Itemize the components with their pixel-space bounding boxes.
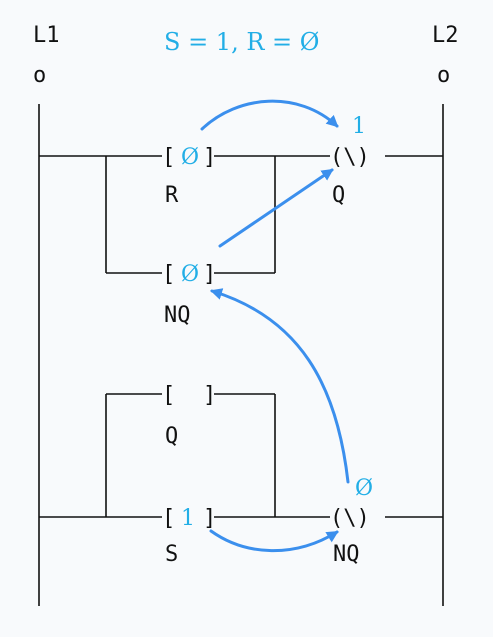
right-rail-label: L2: [432, 23, 459, 48]
right-terminal: o: [437, 63, 450, 88]
diagram-title: S = 1, R = Ø: [164, 28, 319, 56]
arrow-r-to-q: [200, 99, 339, 131]
arrow-nq-coil-to-nq-contact: [210, 288, 350, 484]
left-terminal: o: [33, 63, 46, 88]
contact-q-left-bracket: [: [162, 383, 175, 408]
contact-r-right-bracket: ]: [203, 145, 216, 170]
coil-nq-value: Ø: [355, 476, 373, 501]
coil-q-label: Q: [332, 183, 345, 208]
contact-s-label: S: [165, 542, 178, 567]
coil-nq-label: NQ: [333, 542, 360, 567]
arrow-nq-to-q: [218, 168, 334, 248]
contact-nq-label: NQ: [164, 303, 191, 328]
contact-s-left-bracket: [: [162, 506, 175, 531]
contact-s-value: 1: [181, 506, 195, 531]
arrow-s-to-nq-coil: [209, 529, 339, 553]
left-rail-label: L1: [33, 23, 60, 48]
contact-nq-value: Ø: [181, 262, 199, 287]
contact-q-label: Q: [165, 424, 178, 449]
coil-q-symbol: (\): [330, 145, 370, 170]
contact-r-label: R: [165, 183, 179, 208]
contact-q-right-bracket: ]: [203, 383, 216, 408]
contact-s-right-bracket: ]: [203, 506, 216, 531]
coil-nq-symbol: (\): [330, 506, 370, 531]
coil-q-value: 1: [352, 114, 366, 139]
contact-r-value: Ø: [181, 145, 199, 170]
contact-nq-right-bracket: ]: [203, 262, 216, 287]
contact-nq-left-bracket: [: [162, 262, 175, 287]
contact-r-left-bracket: [: [162, 145, 175, 170]
